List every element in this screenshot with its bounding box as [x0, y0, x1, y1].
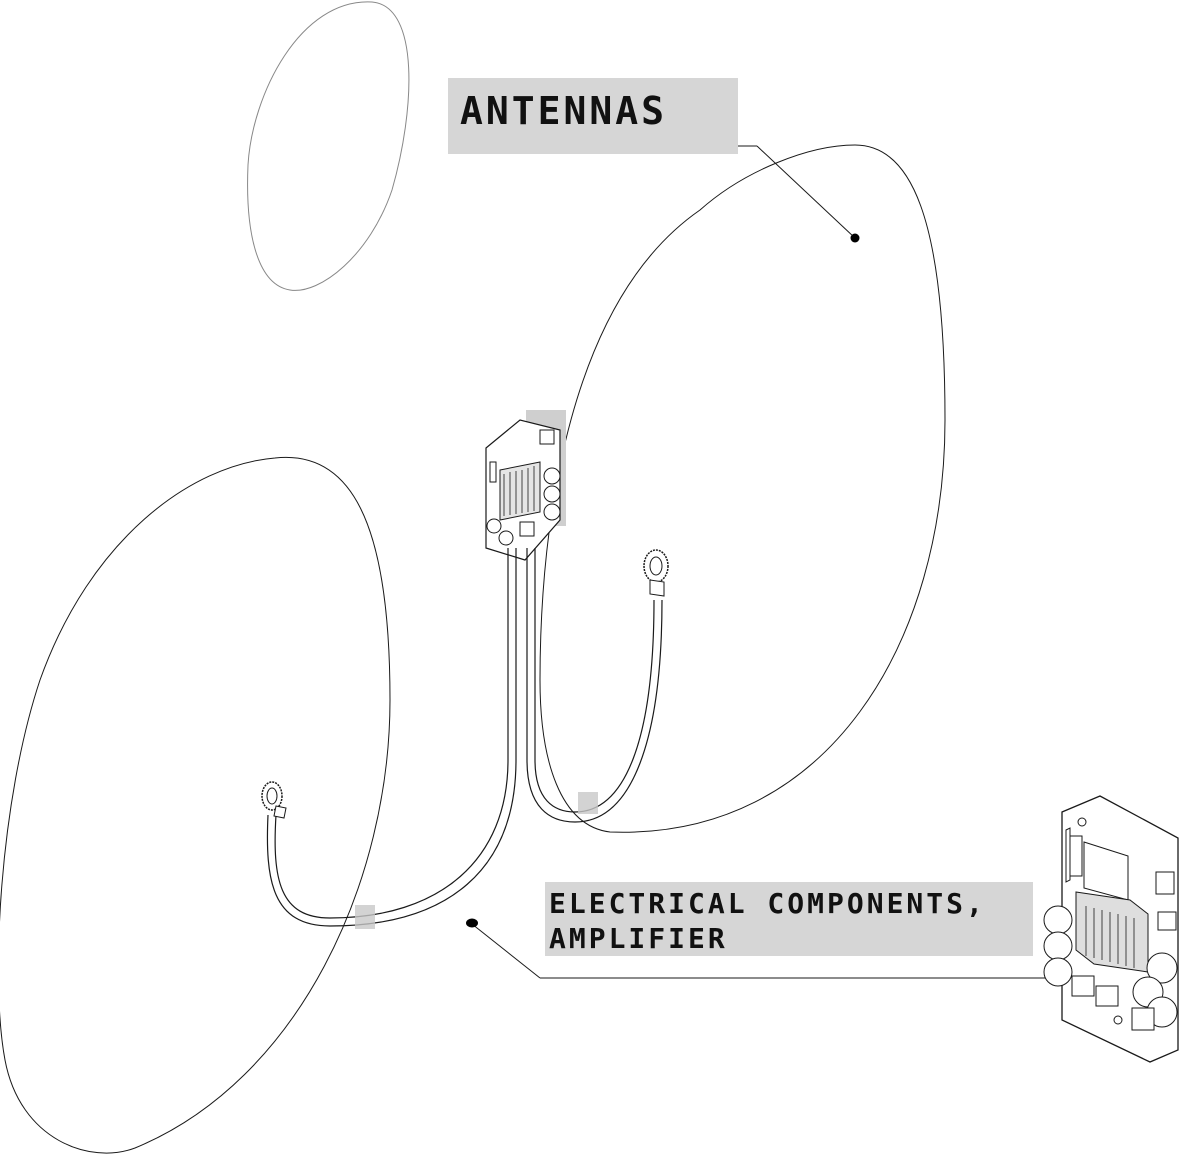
label-electrical-components: ELECTRICAL COMPONENTS, AMPLIFIER — [545, 882, 1033, 956]
label-electrical-line-2: AMPLIFIER — [549, 922, 728, 955]
antenna-disk-left — [261, 781, 287, 819]
leader-line-antennas — [452, 145, 860, 243]
label-electrical-line-1: ELECTRICAL COMPONENTS, — [549, 887, 986, 920]
antenna-outline-right — [539, 144, 946, 833]
amplifier-module-small — [485, 410, 566, 561]
amplifier-module-large — [1043, 795, 1179, 1063]
antenna-disk-right — [643, 549, 669, 597]
cable-highlight-left — [355, 905, 375, 929]
antenna-outline-left — [0, 456, 391, 1154]
leader-line-electrical — [466, 918, 1060, 979]
antenna-cables — [266, 548, 663, 927]
faint-outline-top-left — [247, 1, 410, 291]
cable-highlight-right — [578, 792, 598, 814]
label-antennas: ANTENNAS — [448, 78, 738, 154]
